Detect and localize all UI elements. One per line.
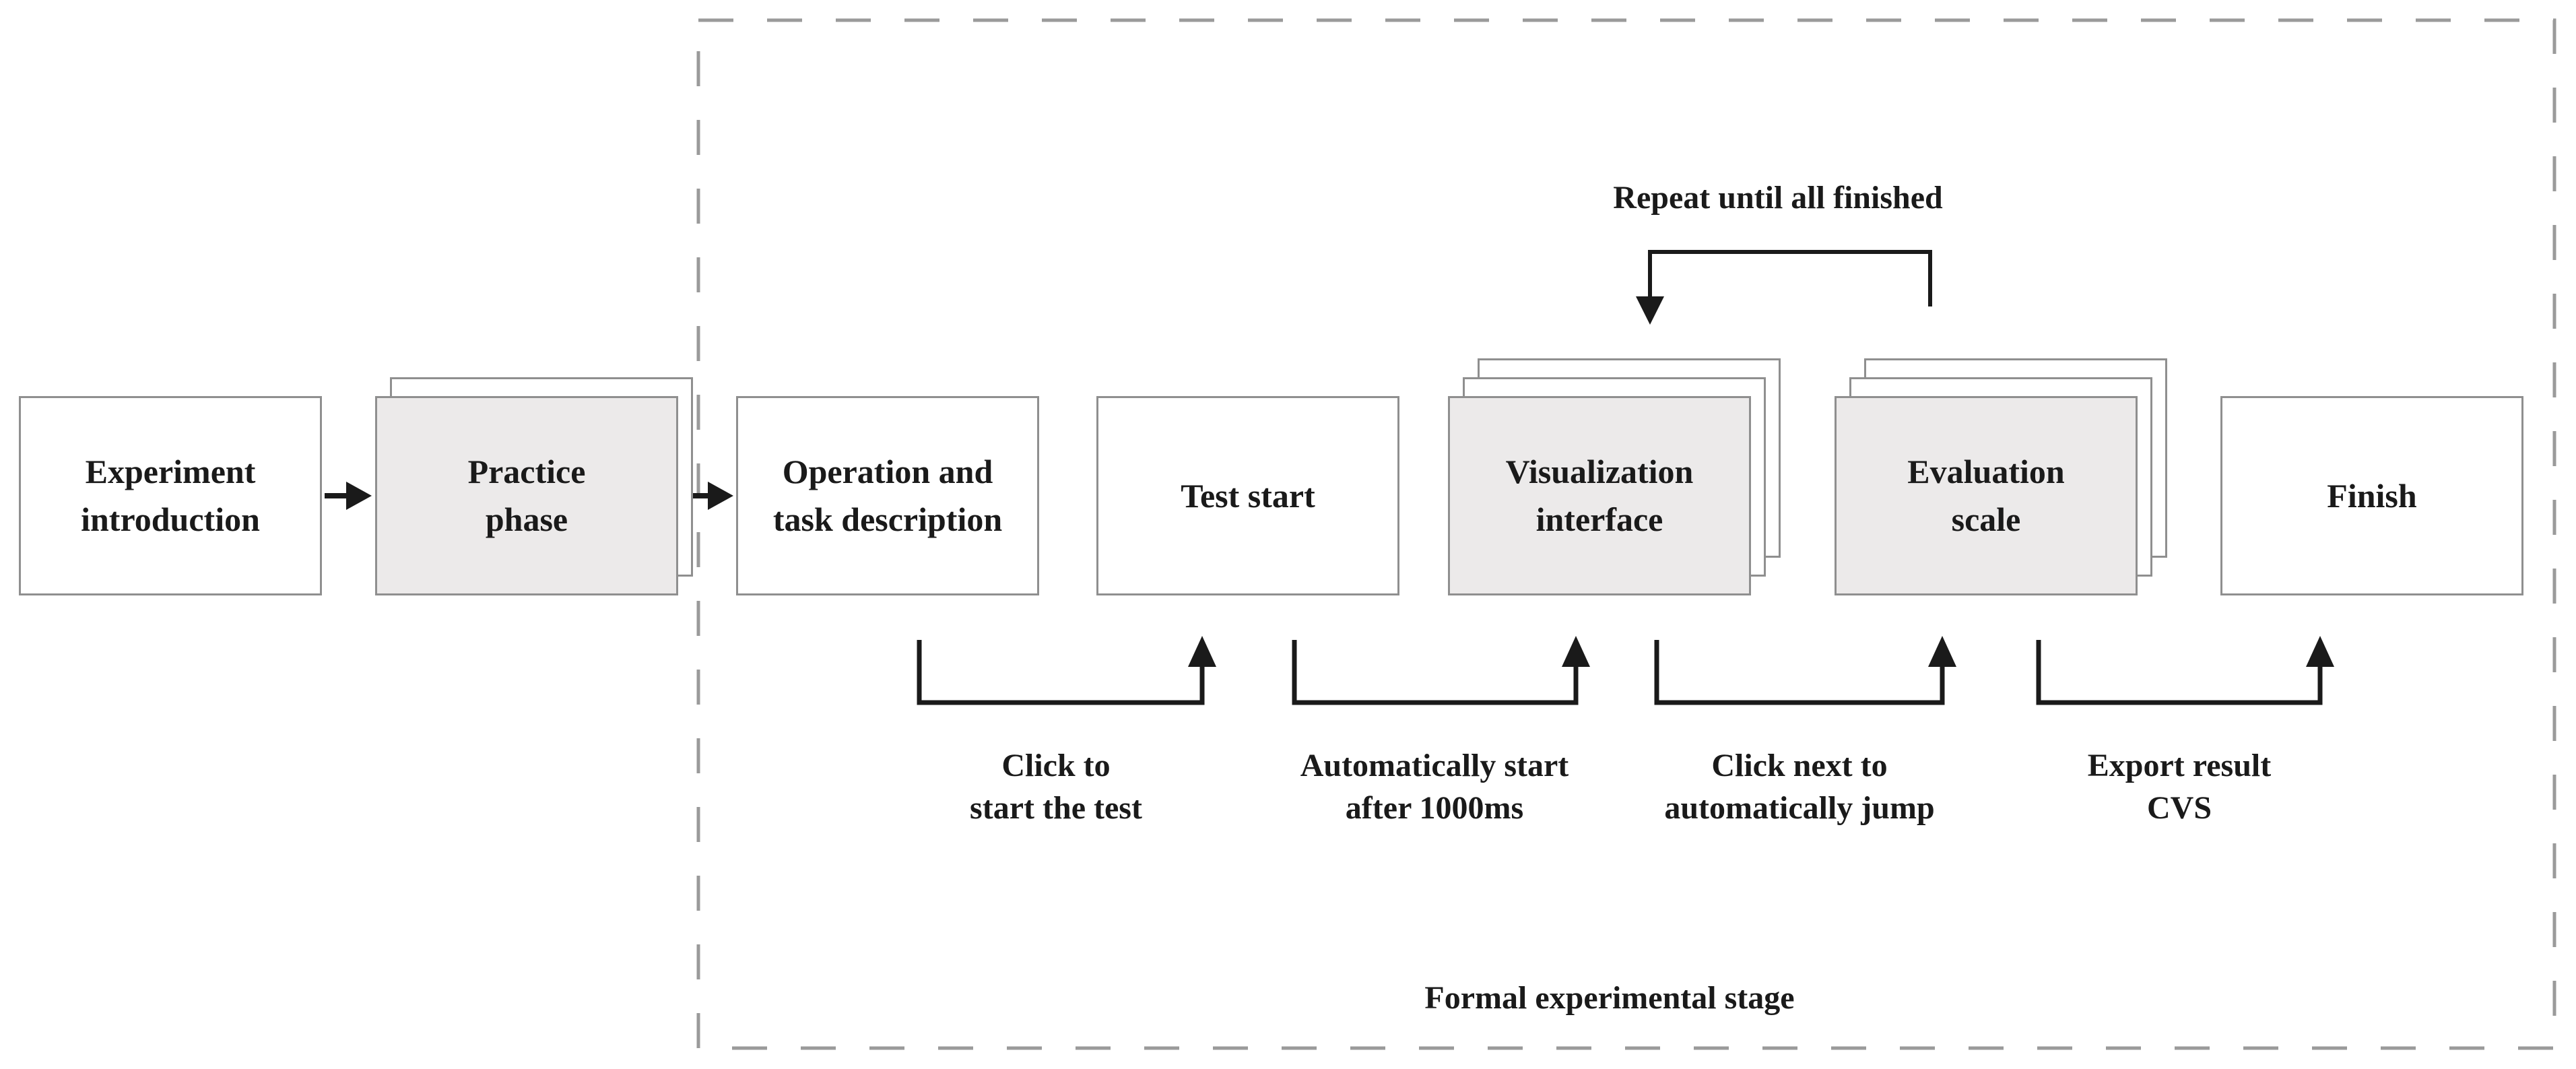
node-label: Test start bbox=[1181, 476, 1315, 515]
node-evaluation-scale: Evaluation scale bbox=[1835, 396, 2138, 595]
node-operation-task-description: Operation and task description bbox=[736, 396, 1039, 595]
node-label: Experiment introduction bbox=[81, 453, 260, 538]
node-label: Visualization interface bbox=[1505, 453, 1694, 538]
repeat-loop-arrow bbox=[1636, 250, 1932, 325]
connector-evaluation-to-finish bbox=[2036, 636, 2334, 705]
transition-label-click-next: Click next to automatically jump bbox=[1664, 748, 1935, 827]
transition-label-export-result: Export result CVS bbox=[2087, 748, 2272, 827]
transition-label-auto-start: Automatically start after 1000ms bbox=[1300, 748, 1569, 827]
node-label: Evaluation scale bbox=[1907, 453, 2065, 538]
arrow-introduction-to-practice bbox=[325, 482, 372, 510]
node-practice-phase: Practice phase bbox=[375, 396, 678, 595]
node-visualization-interface: Visualization interface bbox=[1448, 396, 1751, 595]
node-label: Practice phase bbox=[467, 453, 586, 538]
formal-stage-dashed-boundary bbox=[696, 18, 2556, 1050]
node-finish: Finish bbox=[2220, 396, 2523, 595]
node-test-start: Test start bbox=[1096, 396, 1399, 595]
node-label: Operation and task description bbox=[772, 453, 1003, 538]
node-label: Finish bbox=[2327, 476, 2417, 515]
repeat-loop-label: Repeat until all finished bbox=[1613, 180, 1943, 216]
connector-operation-to-test-start bbox=[917, 636, 1216, 705]
connector-visualization-to-evaluation bbox=[1654, 636, 1956, 705]
transition-label-click-to-start: Click to start the test bbox=[970, 748, 1142, 827]
node-experiment-introduction: Experiment introduction bbox=[19, 396, 322, 595]
formal-stage-label: Formal experimental stage bbox=[1424, 980, 1795, 1016]
connector-test-start-to-visualization bbox=[1292, 636, 1590, 705]
